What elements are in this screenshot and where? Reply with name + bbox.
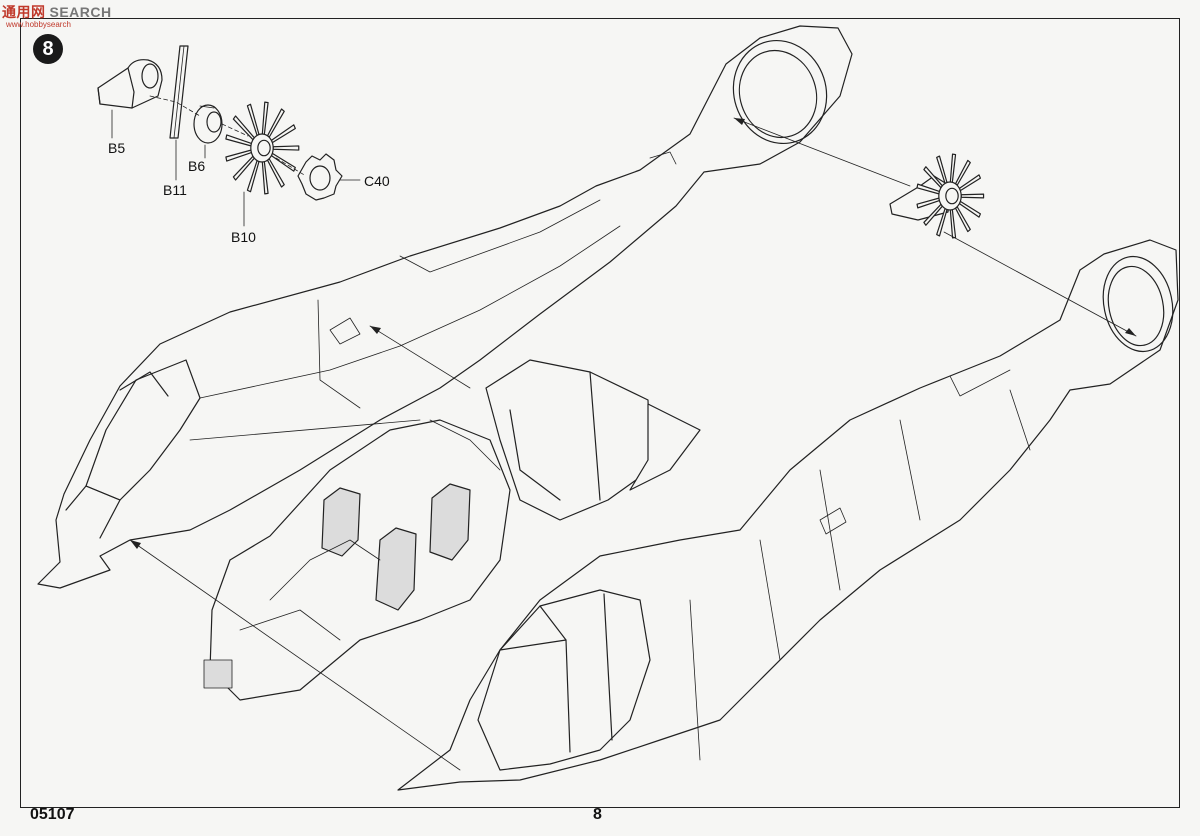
part-label-b11: B11 [163, 182, 187, 198]
fan-hub-inner [257, 139, 271, 157]
fan-blade [958, 200, 982, 218]
part-b11-drawing [169, 45, 189, 139]
cockpit-interior-assembly [203, 359, 701, 701]
fan-blade [272, 145, 300, 151]
fan-blade [232, 115, 255, 141]
fan-blade [261, 101, 269, 135]
fan-blade [954, 206, 971, 233]
fan-hub-inner [945, 187, 959, 205]
fan-blade [949, 209, 957, 239]
part-c40-drawing [297, 153, 343, 201]
page-border [20, 18, 1180, 808]
fan-blade [225, 149, 253, 162]
fuselage-left-half [37, 25, 853, 589]
kit-number: 05107 [30, 806, 75, 823]
fuselage-right-half [397, 239, 1179, 791]
part-label-b10: B10 [231, 229, 256, 245]
fan-blade [261, 161, 269, 195]
part-label-b6: B6 [188, 158, 206, 174]
part-label-b5: B5 [108, 140, 126, 156]
step-number-badge: 8 [33, 34, 63, 64]
watermark-subtext: www.hobbysearch [6, 20, 71, 29]
page-number: 8 [593, 806, 602, 823]
part-b5-drawing [97, 59, 163, 109]
fan-blade [246, 159, 260, 193]
watermark-chinese-text: 通用网 [2, 5, 46, 21]
fan-blade [958, 174, 982, 192]
fan-blade [960, 193, 985, 199]
fan-blade [949, 153, 957, 183]
fan-blade [246, 103, 260, 137]
part-b10-drawing [225, 101, 300, 195]
fan-blade [225, 134, 253, 147]
tail-fan-assembly [889, 153, 985, 239]
part-label-c40: C40 [364, 173, 390, 189]
watermark-text: SEARCH [49, 4, 112, 20]
fan-blade [954, 159, 971, 186]
part-b6-drawing [193, 104, 223, 144]
fan-blade [232, 155, 255, 181]
